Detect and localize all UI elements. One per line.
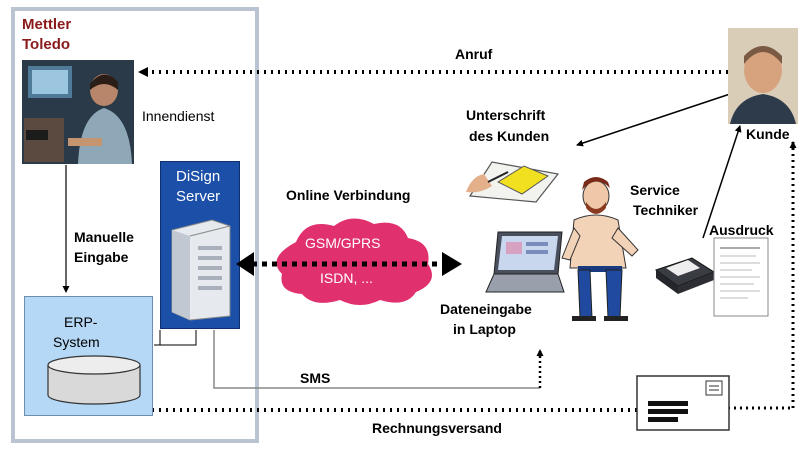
laptop-icon	[485, 231, 565, 293]
rechnungsversand-label: Rechnungsversand	[372, 420, 502, 436]
manuelle-eingabe-line2: Eingabe	[74, 249, 129, 265]
service-label-line2: Techniker	[633, 202, 699, 218]
printer-icon	[654, 257, 716, 294]
company-name-line1: Mettler	[22, 16, 72, 33]
ausdruck-label: Ausdruck	[709, 222, 774, 238]
dateneingabe-line2: in Laptop	[453, 321, 516, 337]
technician-to-kunde-arrow	[702, 125, 742, 239]
server-label-line1: DiSign	[176, 168, 221, 185]
erp-label-line1: ERP-	[64, 314, 98, 330]
envelope-icon	[636, 375, 730, 431]
innendienst-operator-photo	[22, 60, 134, 164]
unterschrift-line2: des Kunden	[469, 128, 550, 144]
service-label-line1: Service	[630, 182, 680, 198]
innendienst-label: Innendienst	[142, 108, 215, 124]
cloud-label-line1: GSM/GPRS	[305, 235, 381, 251]
server-tower-icon	[171, 219, 231, 321]
printout-document-icon	[713, 237, 769, 317]
kunde-photo	[728, 28, 798, 124]
company-name-line2: Toledo	[22, 36, 71, 53]
erp-label-line2: System	[53, 334, 100, 350]
cloud-label-line2: ISDN, ...	[320, 270, 373, 286]
database-icon	[47, 355, 141, 405]
dateneingabe-line1: Dateneingabe	[440, 301, 532, 317]
service-technician-icon	[561, 177, 639, 321]
kunde-to-signature-arrow	[576, 89, 743, 147]
signature-pad-icon	[466, 161, 560, 203]
anruf-label: Anruf	[455, 46, 493, 62]
manuelle-eingabe-line1: Manuelle	[74, 229, 134, 245]
server-label-line2: Server	[176, 188, 221, 205]
sms-line	[213, 330, 540, 389]
sms-label: SMS	[300, 370, 331, 386]
network-cloud	[236, 218, 462, 305]
online-verbindung-label: Online Verbindung	[286, 187, 411, 203]
unterschrift-line1: Unterschrift	[466, 107, 546, 123]
kunde-label: Kunde	[746, 126, 790, 142]
